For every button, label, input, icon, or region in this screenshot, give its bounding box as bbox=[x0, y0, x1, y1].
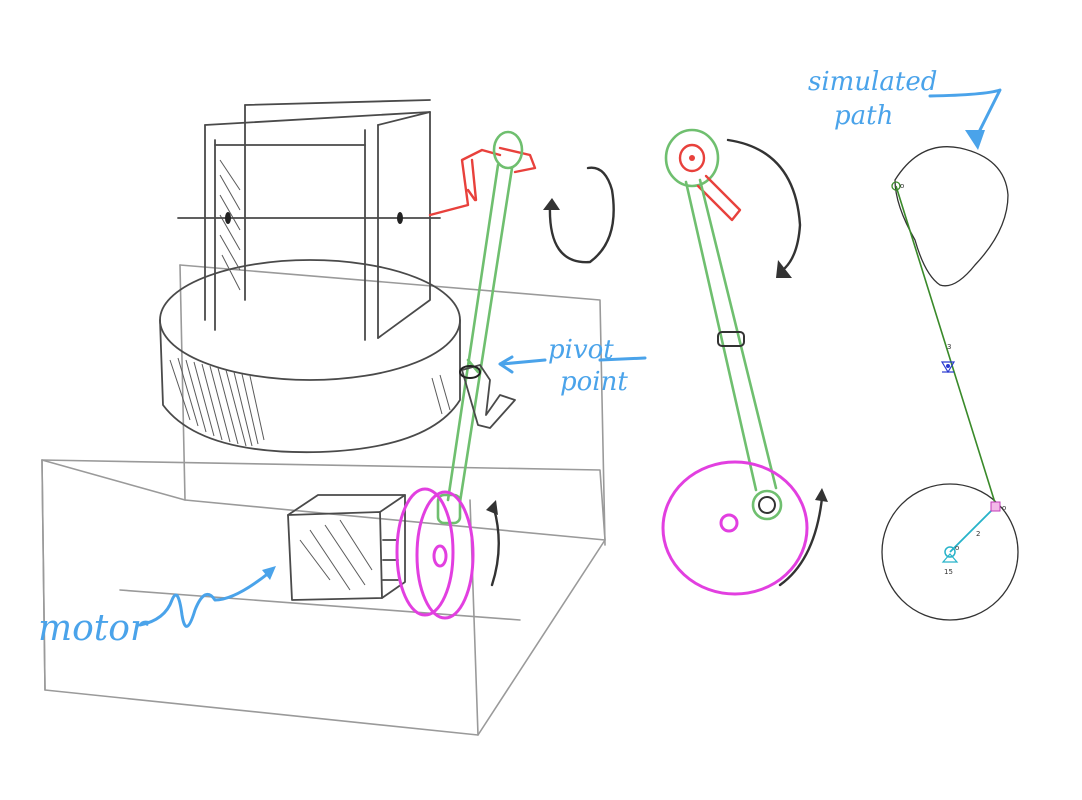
label-path: path bbox=[834, 101, 893, 131]
rotation-arrow-3d bbox=[490, 503, 500, 587]
simulated-path-arrowhead bbox=[965, 130, 985, 150]
pivot-arrowhead bbox=[498, 355, 514, 374]
turntable-base bbox=[159, 259, 461, 454]
sim-joint-top bbox=[891, 181, 901, 191]
motor-arrow bbox=[138, 570, 272, 628]
sim-joint-crank bbox=[990, 501, 1001, 512]
rotation-arrowhead-2d-top bbox=[776, 260, 792, 278]
simulation-diagram: o o o 3 2 15 bbox=[881, 146, 1019, 621]
sim-link-label-2: 2 bbox=[976, 530, 980, 538]
pivot-underline bbox=[598, 356, 647, 362]
coupler-curve bbox=[894, 146, 1009, 287]
sim-slider-pivot bbox=[940, 361, 956, 374]
sim-crank bbox=[949, 505, 997, 553]
rotation-arrow-top bbox=[548, 166, 615, 264]
motor-arrowhead bbox=[262, 566, 276, 580]
rotation-arrowhead-top bbox=[543, 198, 560, 210]
label-simulated: simulated bbox=[808, 67, 937, 97]
rotation-arrowhead-3d bbox=[486, 500, 498, 515]
sim-joint-label-3: o bbox=[955, 544, 959, 552]
rotation-arrow-2d-bottom bbox=[778, 496, 824, 587]
pivot-bracket bbox=[459, 364, 516, 429]
linkage-2d bbox=[661, 128, 809, 596]
pivot-arrow bbox=[500, 358, 547, 366]
label-point: point bbox=[560, 367, 628, 397]
label-motor: motor bbox=[38, 608, 149, 649]
crank-handle-3d bbox=[428, 146, 537, 217]
crank-circle bbox=[881, 483, 1019, 621]
drum-frame bbox=[177, 99, 441, 341]
rotation-arrowhead-2d-bottom bbox=[815, 488, 828, 502]
sim-pivot-label: 15 bbox=[944, 568, 953, 576]
sim-connecting-rod bbox=[895, 185, 997, 507]
base-box bbox=[41, 264, 606, 736]
rotation-arrow-2d-top bbox=[726, 138, 802, 270]
sim-link-label-3: 3 bbox=[947, 343, 951, 351]
connecting-rod-3d bbox=[436, 130, 524, 525]
sim-ground-pivot bbox=[944, 546, 956, 558]
sim-joint-label-1: o bbox=[900, 182, 904, 190]
sim-joint-label-2: o bbox=[1002, 504, 1006, 512]
sim-ground-symbol bbox=[941, 553, 959, 563]
simulated-path-arrow bbox=[928, 88, 1002, 142]
motor-body bbox=[287, 494, 406, 601]
flywheel-3d bbox=[395, 487, 475, 620]
